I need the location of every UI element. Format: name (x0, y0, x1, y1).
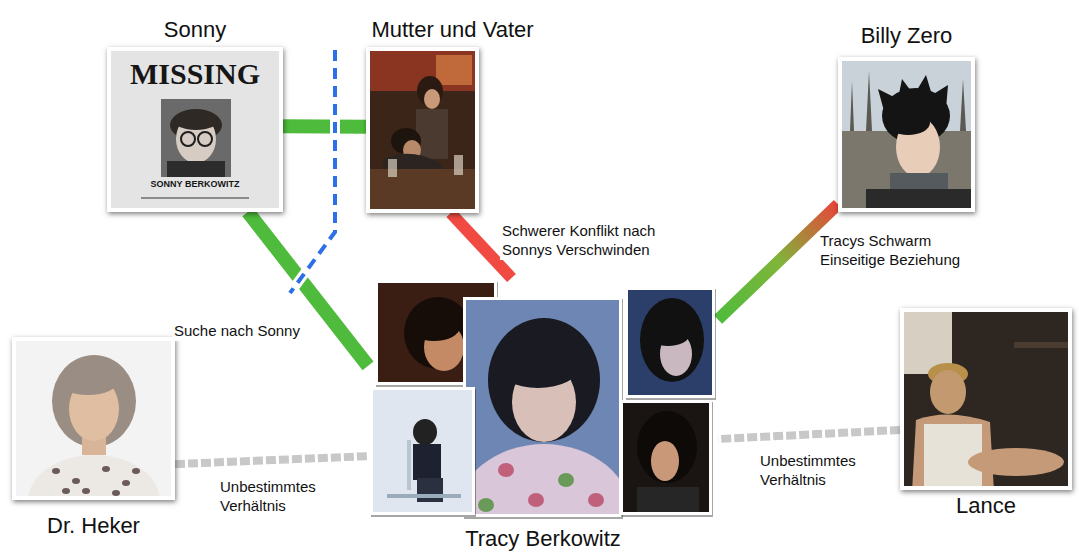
illustration-shape (466, 300, 619, 514)
hair-fringe (408, 313, 460, 341)
blanket-flower (588, 493, 604, 507)
relation-label: Unbestimmtes Verhältnis (758, 452, 872, 490)
poster-fine-print (141, 197, 249, 199)
hair-fringe (174, 112, 218, 130)
character-name: Mutter und Vater (371, 18, 533, 42)
relation-label: Unbestimmtes Verhältnis (218, 478, 332, 516)
photo-shadow (621, 402, 713, 517)
glass (388, 159, 397, 177)
poster-name: SONNY BERKOWITZ (151, 180, 240, 190)
hair-fringe (58, 367, 118, 395)
photo-shadow (626, 289, 716, 400)
hair-fringe (646, 322, 690, 346)
relation-line (248, 212, 368, 366)
character-photo: SonnyMISSINGSONNY BERKOWITZ (107, 47, 283, 212)
hair (52, 355, 136, 447)
tank-top (924, 424, 982, 486)
shelf (1014, 342, 1068, 348)
kitchen-background (370, 51, 475, 209)
blanket (466, 444, 619, 514)
blouse-pattern (62, 488, 70, 494)
photo-background (373, 390, 472, 512)
character-photo: Billy Zero (838, 57, 975, 212)
shoulders (912, 414, 994, 486)
character-name: Tracy Berkowitz (465, 527, 621, 551)
photo (628, 290, 712, 395)
blanket-flower (478, 498, 494, 512)
blouse (28, 455, 160, 496)
shirt (637, 487, 699, 512)
shirt (167, 161, 225, 177)
photo (466, 300, 619, 514)
chair (407, 440, 411, 490)
poster-light (111, 51, 279, 208)
hair-spikes (878, 75, 948, 111)
photo (623, 403, 709, 512)
glass-table (387, 494, 461, 498)
blouse-pattern (82, 488, 90, 494)
relation-line (175, 456, 368, 464)
character-photo: Lance (900, 308, 1072, 490)
character-name: Lance (956, 494, 1016, 518)
photo-illustration (16, 341, 171, 496)
photo-illustration (904, 312, 1068, 486)
body (413, 444, 441, 480)
character-photo: Mutter und Vater (366, 47, 479, 213)
blouse-pattern (132, 468, 140, 474)
illustration-shape (373, 390, 472, 512)
blanket-flower (558, 473, 574, 487)
glasses (181, 132, 195, 146)
hair (640, 298, 704, 382)
blouse-pattern (122, 480, 130, 486)
face (651, 441, 679, 481)
poster-photo (161, 99, 231, 177)
illustration-shape (623, 403, 709, 512)
hair (637, 411, 697, 483)
relation-line (283, 119, 366, 133)
photo-frame (370, 387, 475, 515)
poster-paper (111, 51, 279, 208)
kitchen-light (436, 55, 472, 85)
photo-illustration (370, 51, 475, 209)
photo (373, 390, 472, 512)
photo-illustration (368, 278, 718, 522)
hair (488, 318, 600, 442)
hair (413, 419, 437, 445)
blanket-flower (528, 493, 544, 507)
relation-line (718, 430, 900, 439)
coat (866, 189, 971, 208)
face (930, 370, 966, 414)
poster-headline: MISSING (130, 57, 260, 90)
character-name: Billy Zero (861, 24, 953, 48)
photo-frame (625, 287, 715, 398)
blouse-pattern (72, 478, 80, 484)
blouse-pattern (102, 466, 110, 472)
hair-fringe (886, 111, 930, 135)
relation-label: Suche nach Sonny (172, 322, 302, 341)
hair-fringe (496, 344, 580, 388)
photo-background (628, 290, 712, 395)
blouse-pattern (52, 468, 60, 474)
photo-illustration (842, 61, 971, 208)
relation-label: Tracys Schwarm Einseitige Beziehung (818, 232, 982, 270)
blanket-flower (498, 463, 514, 477)
relation-label: Schwerer Konflikt nach Sonnys Verschwind… (500, 222, 694, 260)
blouse-pattern (112, 490, 120, 496)
photo-shadow (371, 389, 476, 517)
glasses (198, 132, 212, 146)
legs (417, 478, 443, 502)
arm (968, 448, 1064, 476)
separator-gap (290, 50, 335, 293)
photo-collage: Tracy Berkowitz (368, 278, 718, 522)
character-name: Sonny (164, 18, 226, 42)
mother-face (424, 89, 440, 109)
illustration-shape (628, 290, 712, 395)
character-name: Dr. Heker (47, 514, 140, 538)
separator-dashed-line (290, 50, 335, 293)
glass (454, 155, 463, 175)
character-photo: Dr. Heker (12, 337, 175, 500)
